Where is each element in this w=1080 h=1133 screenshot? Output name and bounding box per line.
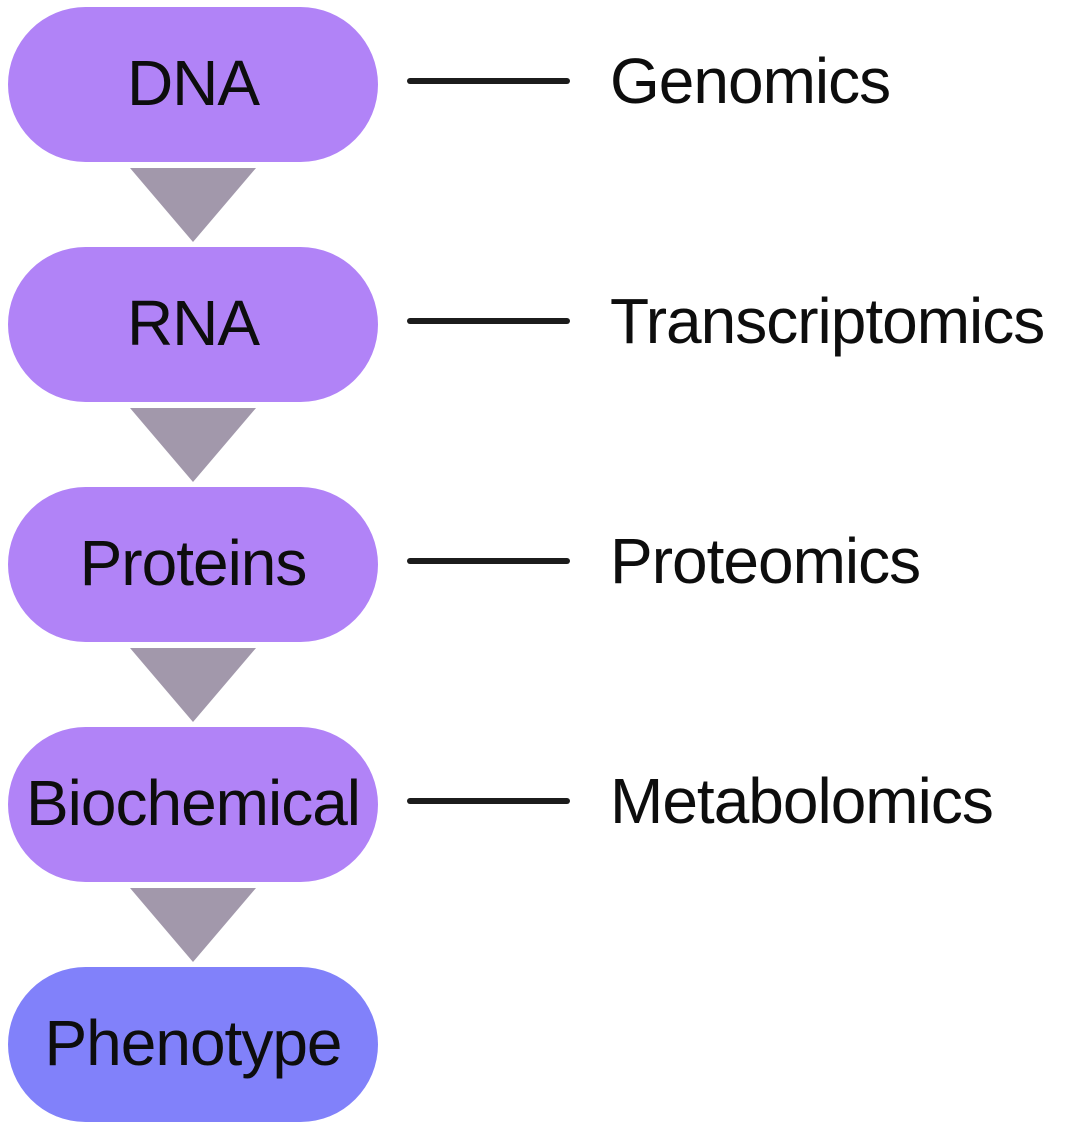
node-rna: RNA bbox=[8, 247, 378, 402]
connector-line-metabolomics bbox=[407, 797, 570, 804]
node-proteins: Proteins bbox=[8, 487, 378, 642]
node-proteins-label: Proteins bbox=[79, 526, 308, 599]
stage-row-rna: RNA Transcriptomics bbox=[8, 247, 1045, 402]
down-arrow-icon bbox=[130, 168, 256, 242]
stage-row-biochemical: Biochemical Metabolomics bbox=[8, 727, 994, 882]
omics-label-genomics: Genomics bbox=[610, 44, 891, 117]
node-dna-label: DNA bbox=[126, 46, 260, 119]
node-dna: DNA bbox=[8, 7, 378, 162]
connector-line-proteomics bbox=[407, 557, 570, 564]
node-phenotype-label: Phenotype bbox=[44, 1006, 342, 1079]
connector-line-genomics bbox=[407, 77, 570, 84]
node-phenotype: Phenotype bbox=[8, 967, 378, 1122]
connector-line-transcriptomics bbox=[407, 317, 570, 324]
down-arrow-icon bbox=[130, 888, 256, 962]
down-arrow-icon bbox=[130, 648, 256, 722]
omics-label-metabolomics: Metabolomics bbox=[610, 764, 994, 837]
stage-row-proteins: Proteins Proteomics bbox=[8, 487, 921, 642]
node-biochemical-label: Biochemical bbox=[25, 766, 361, 839]
omics-label-proteomics: Proteomics bbox=[610, 524, 921, 597]
stage-row-phenotype: Phenotype bbox=[8, 967, 378, 1122]
node-rna-label: RNA bbox=[126, 286, 260, 359]
omics-label-transcriptomics: Transcriptomics bbox=[610, 284, 1045, 357]
down-arrow-icon bbox=[130, 408, 256, 482]
stage-row-dna: DNA Genomics bbox=[8, 7, 891, 162]
node-biochemical: Biochemical bbox=[8, 727, 378, 882]
